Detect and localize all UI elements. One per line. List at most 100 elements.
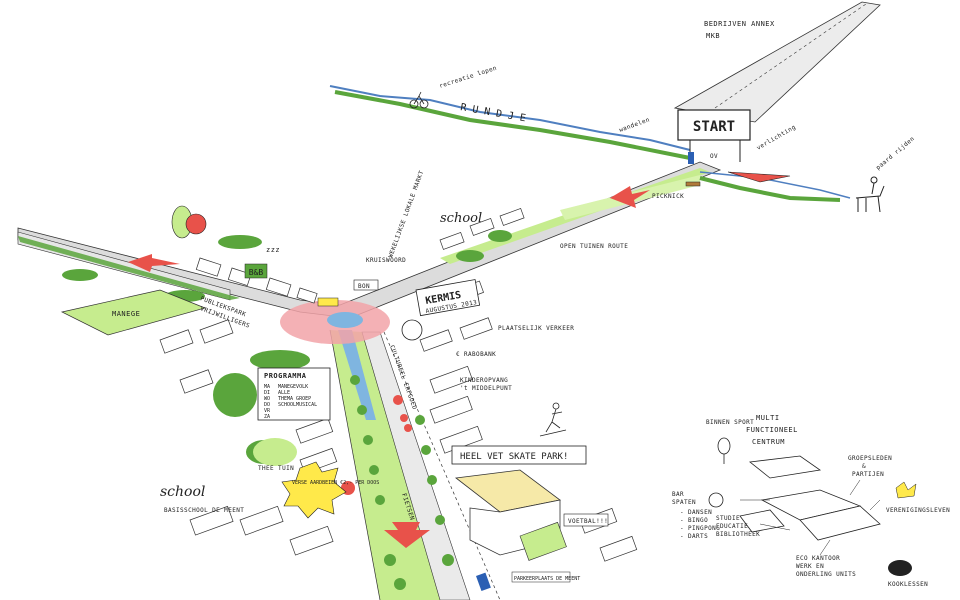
arrow-left [128,254,180,272]
ov-label: OV [710,153,718,160]
studie-label-1: STUDIE [716,515,740,522]
ferris-wheel-icon [401,319,423,341]
strawberry-offer-burst [281,461,347,519]
eco-label-3: ONDERLING UNITS [796,571,856,578]
parking-label: PARKEERPLAATS DE MEENT [514,576,580,582]
bb-sign [244,263,268,279]
programma-activity: SCHOOLMUSICAL [278,402,317,408]
bon-label: BON [358,283,370,290]
verenigingen-label: VERENIGINGSLEVEN [886,507,950,514]
programma-activity: THEMA GROEP [278,396,311,402]
groepen-label-2: & [862,463,866,470]
offer-label: VERSE AARDBEIEN €2,- PER DOOS [292,480,379,486]
corridor-path [383,331,501,600]
recreatie-label: recreatie lopen [438,65,497,90]
river-green-top [334,90,691,160]
spaten-label: SPATEN [672,499,696,506]
manege-label: MANEGE [112,310,140,318]
programma-day: ZA [264,414,270,420]
skater-icon [539,402,567,437]
programma-activity: ALLE [278,390,290,396]
connector-lines [740,479,881,556]
ov-stop-icon [688,152,694,164]
activity-item: - BINGO [680,517,708,524]
kermis-sign [415,279,481,317]
crown-icon [895,481,917,499]
bb-label: B&B [249,268,264,277]
start-billboard: START [677,109,751,162]
programma-day: DI [264,390,270,396]
basisschool-label: BASISSCHOOL DE MEENT [164,507,244,514]
studie-label-2: EDUCATIE [716,523,748,530]
paardrijden-label: paard rijden [875,135,916,171]
river-green-right [699,176,841,202]
river-top [329,85,691,151]
verlichting-label: verlichting [756,124,798,152]
open-tuinen-label: OPEN TUINEN ROUTE [560,243,628,250]
mkb-label: MKB [706,32,720,40]
multi-label-3: CENTRUM [752,438,785,446]
horse-rider-icon [855,176,885,213]
corridor-edge [329,329,381,600]
wandelen-label: wandelen [618,116,651,134]
zzz-label: zzz [266,246,280,254]
cyclist-icon [409,91,429,109]
rabobank-label: € RABOBANK [456,351,496,358]
arrow-right-top [610,186,650,208]
blue-car-icon [475,572,491,592]
manege-field [60,289,207,336]
picnic-table-icon [685,181,701,187]
kinderopvang-label: KINDEROPVANG [460,377,508,384]
binnen-sport-label: BINNEN SPORT [706,419,754,426]
middelpunt-label: 't MIDDELPUNT [460,385,512,392]
corridor-water [338,330,376,420]
activity-item: - DARTS [680,533,708,540]
activity-item: - DANSEN [680,509,712,516]
programma-board: PROGRAMMA [257,367,331,421]
road-far-edge [714,3,867,109]
skate-label: HEEL VET SKATE PARK! [460,452,568,462]
building-model [739,455,881,541]
programma-day: DO [264,402,270,408]
picknick-label: PICKNICK [652,193,684,200]
kookluss-label: KOOKLESSEN [888,581,928,588]
kruiswoord-label: KRUISWOORD [366,257,406,264]
groepen-label-1: GROEPSLEDEN [848,455,892,462]
programma-day: WO [264,396,270,402]
voetbal-sign [563,513,609,527]
green-strip-left [18,236,240,300]
fruit-icon [171,205,207,239]
start-text: START [693,119,735,135]
eco-label-2: WERK EN [796,563,824,570]
groepen-label-3: PARTIJEN [852,471,884,478]
parking-sign [511,571,571,583]
markt-label: WEKELIJKSE LOKALE MARKT [387,170,425,259]
multi-label-2: FUNCTIONEEL [746,426,798,434]
multi-label-1: MULTI [756,414,780,422]
activity-item: - PINGPONG [680,525,720,532]
activity-list: - DANSEN- BINGO- PINGPONG- DARTS [680,509,720,540]
voetbal-label: VOETBAL!!! [568,518,608,525]
racket-icon [717,437,731,464]
studie-label-3: BIBLIOTHEEK [716,531,760,538]
programma-title: PROGRAMMA [264,372,307,380]
school-left-label: school [160,484,205,500]
kayak-icon [727,171,791,183]
central-square-pool [327,312,363,328]
fan-icon [708,492,724,508]
tea-garden [253,438,297,466]
road-main [17,161,722,319]
pot-icon [888,560,912,576]
bar-label: BAR [672,491,684,498]
bedrijven-label: BEDRIJVEN ANNEX [704,20,775,28]
bon-sign [353,279,379,291]
programma-day: VR [264,408,271,414]
programma-day: MA [264,384,270,390]
football-pitch [519,521,567,561]
programma-rows: MA MANEGEVOLK DI ALLE WO THEMA GROEP DO SCHOOLM… [264,384,317,420]
programma-activity: MANEGEVOLK [278,384,308,390]
boerderij-sign [317,297,339,307]
river-blue-right [699,171,851,199]
